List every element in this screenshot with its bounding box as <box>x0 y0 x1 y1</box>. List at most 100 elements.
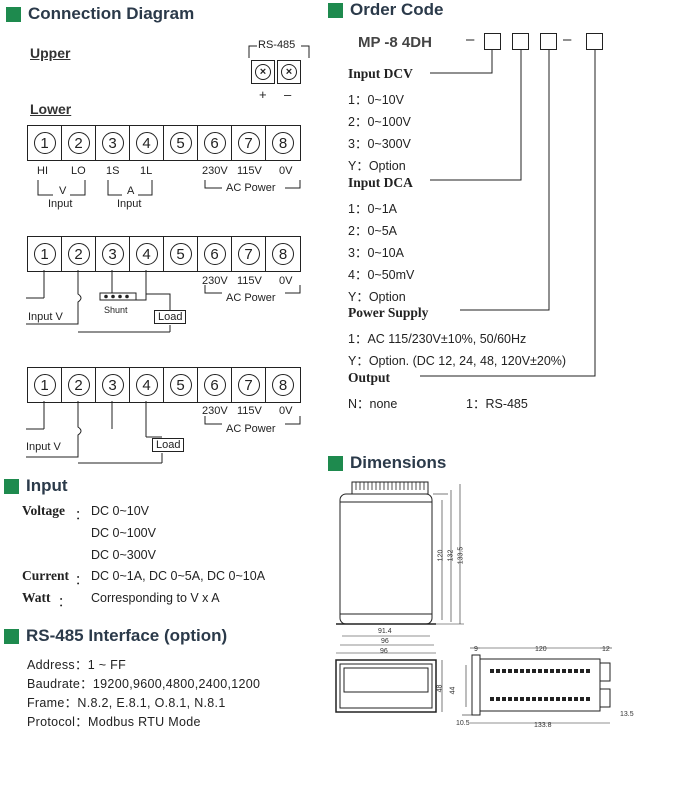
voltage-label: Voltage <box>22 503 65 518</box>
section-square-icon <box>328 2 343 18</box>
terminal-1: 1 <box>28 368 62 402</box>
voltage-value-1: DC 0~10V <box>91 504 150 518</box>
label-115v-2: 115V <box>237 275 262 287</box>
upper-label: Upper <box>30 45 71 61</box>
terminal-2: 2 <box>62 368 96 402</box>
label-input-v: Input <box>48 198 73 210</box>
order-dcv-item-2: 2：0~100V <box>348 115 411 129</box>
dim-1335: 133.5 <box>457 546 465 565</box>
label-v: V <box>59 185 67 197</box>
order-dca-item-1: 1：0~1A <box>348 202 397 216</box>
section-square-icon <box>4 628 19 644</box>
dim-s120: 120 <box>535 646 547 653</box>
rs485-address: Address：1 ~ FF <box>27 658 127 672</box>
x-icon: × <box>281 64 297 80</box>
dimension-side-view <box>336 481 464 646</box>
code-dash-2: – <box>563 31 572 48</box>
code-box-dcv <box>484 33 501 50</box>
label-1s: 1S <box>106 165 120 177</box>
dim-12: 12 <box>602 646 610 653</box>
rs485-terminal-plus: × <box>251 60 275 84</box>
terminal-1: 1 <box>28 237 62 271</box>
voltage-value-2: DC 0~100V <box>91 526 156 540</box>
dim-135: 13.5 <box>620 711 634 718</box>
rs485-terminal-minus: × <box>277 60 301 84</box>
model-code: MP -8 4DH <box>358 34 432 51</box>
terminal-strip-1: 1 2 3 4 5 6 7 8 <box>27 125 301 161</box>
rs485-plus-sign: + <box>259 87 267 102</box>
connection-section-title: Connection Diagram <box>6 4 194 24</box>
terminal-4: 4 <box>130 126 164 160</box>
dim-9: 9 <box>474 646 478 653</box>
dimension-front-view <box>335 652 443 713</box>
dim-132: 132 <box>447 549 455 562</box>
order-dcv-item-1: 1：0~10V <box>348 93 404 107</box>
order-dcv-item-3: 3：0~300V <box>348 137 411 151</box>
terminal-3: 3 <box>96 126 130 160</box>
order-power-item-2: Y：Option. (DC 12, 24, 48, 120V±20%) <box>348 354 567 368</box>
dim-914: 91.4 <box>378 628 392 635</box>
label-ac-power-3: AC Power <box>226 423 276 435</box>
rs485-minus-sign: – <box>284 87 292 102</box>
rs485-protocol: Protocol：Modbus RTU Mode <box>27 715 201 729</box>
terminal-8: 8 <box>266 126 300 160</box>
input-v-label-2: Input V <box>28 311 63 323</box>
order-power-item-1: 1：AC 115/230V±10%, 50/60Hz <box>348 332 527 346</box>
label-0v-3: 0V <box>279 405 293 417</box>
label-115v: 115V <box>237 165 262 177</box>
order-output-item-1: N：none <box>348 397 398 411</box>
label-lo: LO <box>71 165 86 177</box>
watt-value: Corresponding to V x A <box>91 591 220 605</box>
order-group-output-label: Output <box>348 370 391 385</box>
terminal-6: 6 <box>198 237 232 271</box>
dim-105: 10.5 <box>456 720 470 727</box>
terminal-8: 8 <box>266 368 300 402</box>
label-ac-power-2: AC Power <box>226 292 276 304</box>
terminal-4: 4 <box>130 237 164 271</box>
rs485-section-title: RS-485 Interface (option) <box>4 626 227 646</box>
x-icon: × <box>255 64 271 80</box>
label-a: A <box>127 185 135 197</box>
rs485-frame: Frame：N.8.2, E.8.1, O.8.1, N.8.1 <box>27 696 226 710</box>
order-dcv-item-4: Y：Option <box>348 159 406 173</box>
current-label: Current <box>22 568 69 583</box>
order-leader-lines <box>420 50 596 377</box>
dim-44: 44 <box>449 686 457 695</box>
watt-label: Watt <box>22 590 51 605</box>
order-section-title: Order Code <box>328 0 444 20</box>
load-box-2: Load <box>154 310 187 324</box>
terminal-2: 2 <box>62 126 96 160</box>
order-group-dcv-label: Input DCV <box>348 66 413 81</box>
lower-label: Lower <box>30 101 72 117</box>
voltage-value-3: DC 0~300V <box>91 548 156 562</box>
label-input-a: Input <box>117 198 142 210</box>
terminal-8: 8 <box>266 237 300 271</box>
terminal-7: 7 <box>232 237 266 271</box>
code-box-power <box>540 33 557 50</box>
order-dca-item-4: 4：0~50mV <box>348 268 415 282</box>
terminal-3: 3 <box>96 368 130 402</box>
dimension-top-view <box>462 647 612 724</box>
terminal-5: 5 <box>164 368 198 402</box>
terminal-3: 3 <box>96 237 130 271</box>
code-dash-1: – <box>466 31 475 48</box>
label-230v-3: 230V <box>202 405 228 417</box>
code-box-dca <box>512 33 529 50</box>
diagram3-wiring <box>26 401 301 464</box>
diagram1-brackets <box>37 180 301 196</box>
rs485-baudrate: Baudrate：19200,9600,4800,2400,1200 <box>27 677 261 691</box>
dim-120: 120 <box>437 549 445 562</box>
terminal-6: 6 <box>198 368 232 402</box>
current-value: DC 0~1A, DC 0~5A, DC 0~10A <box>91 569 266 583</box>
dim-48: 48 <box>436 684 444 693</box>
dim-1338: 133.8 <box>534 722 552 729</box>
order-dca-item-3: 3：0~10A <box>348 246 404 260</box>
label-0v-2: 0V <box>279 275 293 287</box>
dim-96b: 96 <box>380 648 388 655</box>
label-1l: 1L <box>140 165 153 177</box>
order-dca-item-2: 2：0~5A <box>348 224 397 238</box>
rs485-label: RS-485 <box>258 39 296 51</box>
input-section-title: Input <box>4 476 68 496</box>
section-square-icon <box>6 6 21 22</box>
order-group-power-label: Power Supply <box>348 305 429 320</box>
